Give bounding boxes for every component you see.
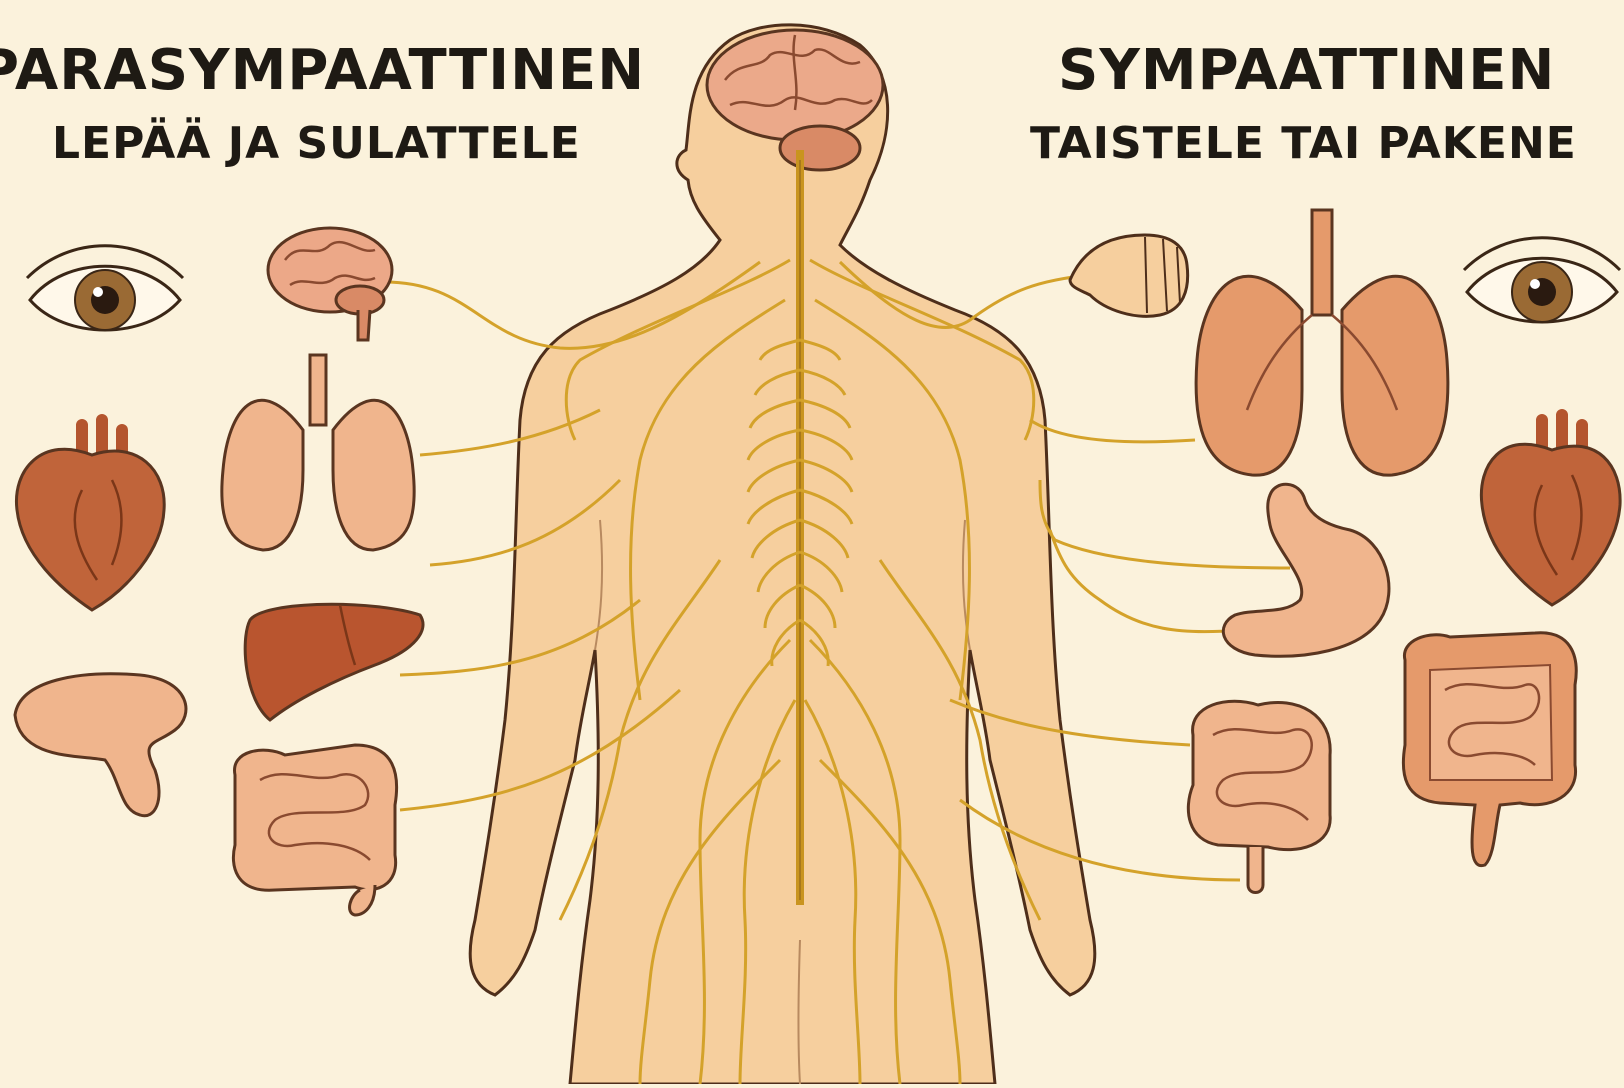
left-eye-icon: [27, 246, 183, 330]
sympathetic-subtitle: TAISTELE TAI PAKENE: [1030, 118, 1577, 169]
right-stomach-icon: [1223, 484, 1389, 656]
body-outline: [470, 25, 1095, 1084]
parasympathetic-subtitle: LEPÄÄ JA SULATTELE: [52, 118, 581, 169]
right-eye-icon: [1464, 238, 1620, 322]
left-heart-icon: [16, 420, 164, 610]
human-body: [380, 25, 1290, 1084]
right-colon-icon: [1403, 633, 1576, 866]
left-liver-icon: [245, 604, 423, 720]
left-lungs-icon: [222, 355, 414, 550]
right-heart-icon: [1481, 415, 1620, 605]
left-intestines-icon: [233, 745, 396, 915]
left-pancreas-icon: [15, 674, 186, 816]
nerve-to-right-stomach: [1040, 480, 1290, 568]
right-intestines-icon: [1188, 701, 1330, 892]
right-lungs-icon: [1196, 210, 1448, 475]
right-fist-icon: [1070, 235, 1188, 316]
nerve-to-right-stomach-lower: [1050, 530, 1240, 632]
sympathetic-title: SYMPAATTINEN: [1058, 38, 1555, 103]
left-brain-icon: [268, 228, 392, 340]
parasympathetic-title: PARASYMPAATTINEN: [0, 38, 645, 103]
nerve-to-right-lungs: [1030, 420, 1195, 442]
